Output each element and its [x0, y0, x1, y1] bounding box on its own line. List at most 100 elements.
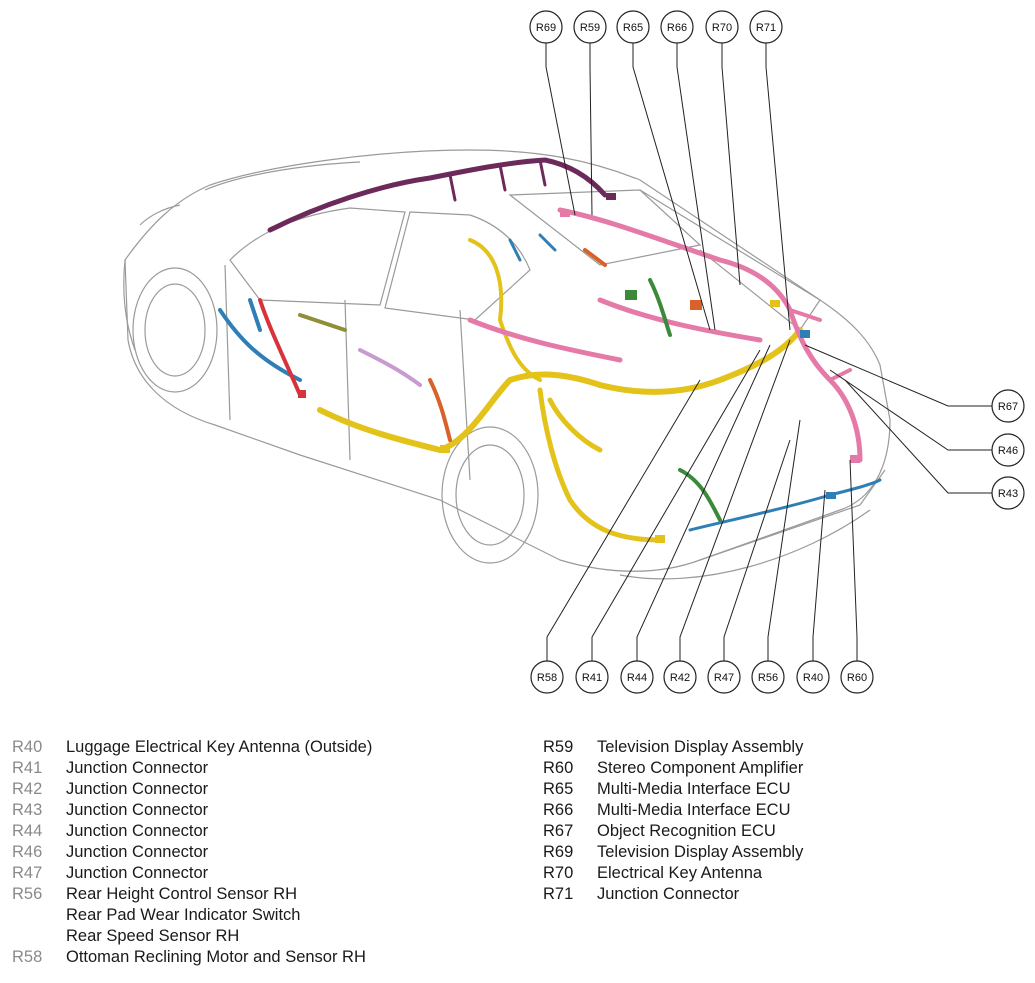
legend-description: Multi-Media Interface ECU — [597, 800, 790, 821]
callout-label: R60 — [847, 672, 867, 684]
legend-description: Junction Connector — [66, 779, 208, 800]
callout-circle — [530, 660, 564, 694]
callout-label: R69 — [536, 22, 556, 34]
legend-description: Junction Connector — [66, 821, 208, 842]
legend-code: R44 — [12, 822, 43, 840]
legend-description-line: Junction Connector — [66, 864, 209, 882]
callout-circle — [751, 660, 785, 694]
callout-label: R41 — [582, 672, 602, 684]
legend-row: R44 Junction Connector — [12, 821, 372, 842]
leader-line — [767, 419, 801, 661]
legend-row: R71 Junction Connector — [543, 884, 803, 905]
callout-circle — [663, 660, 697, 694]
leader-line — [679, 339, 791, 661]
legend-code: R42 — [12, 780, 43, 798]
legend-description-line: Junction Connector — [66, 780, 209, 798]
leader-line — [765, 43, 791, 331]
floor-harness — [317, 327, 803, 453]
legend-description: Stereo Component Amplifier — [597, 758, 803, 779]
legend-description: Rear Height Control Sensor RH Rear Pad We… — [66, 884, 300, 947]
legend-description-line: Rear Pad Wear Indicator Switch — [66, 906, 301, 924]
legend-description-line: Junction Connector — [66, 843, 209, 861]
legend-description-line: Junction Connector — [66, 822, 209, 840]
legend-row: R65 Multi-Media Interface ECU — [543, 779, 803, 800]
legend-description-line: Television Display Assembly — [597, 738, 804, 756]
leader-line — [829, 369, 992, 451]
legend-row: R70 Electrical Key Antenna — [543, 863, 803, 884]
callout-label: R42 — [670, 672, 690, 684]
legend-description-line: Rear Speed Sensor RH — [66, 927, 240, 945]
legend-row: R66 Multi-Media Interface ECU — [543, 800, 803, 821]
legend-row: R60 Stereo Component Amplifier — [543, 758, 803, 779]
callout-circle — [991, 476, 1025, 510]
callout-label: R40 — [803, 672, 823, 684]
callout-label: R70 — [712, 22, 732, 34]
harness-bundles — [218, 157, 882, 543]
legend-description-line: Ottoman Reclining Motor and Sensor RH — [66, 948, 366, 966]
legend-description: Junction Connector — [66, 863, 208, 884]
leader-line — [591, 349, 761, 661]
legend-code: R60 — [543, 759, 574, 777]
legend-code: R41 — [12, 759, 43, 777]
legend-code: R67 — [543, 822, 574, 840]
car-body-outline — [123, 149, 891, 580]
legend-description: Ottoman Reclining Motor and Sensor RH — [66, 947, 366, 968]
leader-line — [636, 344, 771, 661]
callout-label: R59 — [580, 22, 600, 34]
callout-label: R43 — [998, 488, 1018, 500]
legend-description: Junction Connector — [597, 884, 739, 905]
legend-code: R40 — [12, 738, 43, 756]
callout-circle — [707, 660, 741, 694]
legend-description-line: Junction Connector — [66, 759, 209, 777]
legend-code: R43 — [12, 801, 43, 819]
legend-row: R42 Junction Connector — [12, 779, 372, 800]
legend-row: R47 Junction Connector — [12, 863, 372, 884]
legend-code: R70 — [543, 864, 574, 882]
callout-circle — [616, 10, 650, 44]
legend-code: R71 — [543, 885, 574, 903]
callout-label: R44 — [627, 672, 647, 684]
leader-line — [589, 43, 593, 216]
leader-line — [676, 43, 716, 331]
callout-circle — [620, 660, 654, 694]
legend-code: R47 — [12, 864, 43, 882]
callout-circle — [840, 660, 874, 694]
leader-line — [723, 439, 791, 661]
callout-circle — [796, 660, 830, 694]
legend-description-line: Junction Connector — [66, 801, 209, 819]
legend-description-line: Rear Height Control Sensor RH — [66, 885, 298, 903]
legend-description: Junction Connector — [66, 842, 208, 863]
callout-label: R46 — [998, 445, 1018, 457]
legend-description-line: Multi-Media Interface ECU — [597, 780, 791, 798]
legend-description-line: Electrical Key Antenna — [597, 864, 763, 882]
leader-line — [812, 489, 826, 661]
legend-row: R56 Rear Height Control Sensor RH Rear Pad… — [12, 884, 372, 947]
legend-code: R56 — [12, 885, 43, 903]
legend-description-line: Television Display Assembly — [597, 843, 804, 861]
legend-code: R66 — [543, 801, 574, 819]
legend-description: Multi-Media Interface ECU — [597, 779, 790, 800]
callout-label: R67 — [998, 401, 1018, 413]
leader-line — [546, 379, 701, 661]
legend-code: R46 — [12, 843, 43, 861]
legend-description: Object Recognition ECU — [597, 821, 776, 842]
legend-row: R67 Object Recognition ECU — [543, 821, 803, 842]
leader-line — [721, 43, 741, 286]
legend-description-line: Stereo Component Amplifier — [597, 759, 804, 777]
callout-label: R58 — [537, 672, 557, 684]
callout-circle — [991, 389, 1025, 423]
callout-circle — [705, 10, 739, 44]
leader-line — [844, 379, 992, 494]
callout-circle — [529, 10, 563, 44]
legend-code: R65 — [543, 780, 574, 798]
legend-description-line: Object Recognition ECU — [597, 822, 776, 840]
callout-circle — [660, 10, 694, 44]
callout-label: R71 — [756, 22, 776, 34]
legend-description: Junction Connector — [66, 758, 208, 779]
front-blue-harness — [218, 298, 302, 382]
legend-description: Television Display Assembly — [597, 737, 803, 758]
